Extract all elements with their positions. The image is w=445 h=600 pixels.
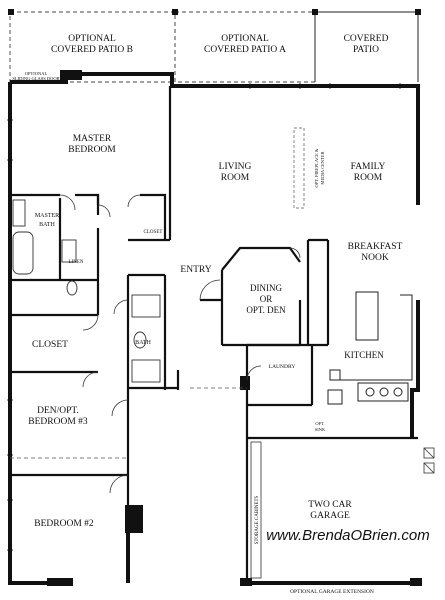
- master-bedroom-line2: BEDROOM: [68, 145, 116, 155]
- storage-cabinets-label: STORAGE CABINETS: [255, 495, 260, 544]
- watermark: www.BrendaOBrien.com: [266, 527, 429, 544]
- linen-label: LINEN: [69, 260, 84, 265]
- covered-patio-line2: PATIO: [353, 45, 379, 55]
- family-room-line1: FAMILY: [351, 162, 386, 172]
- kitchen-label: KITCHEN: [344, 350, 384, 360]
- dining-line1: DINING: [250, 283, 282, 293]
- den-line2: BEDROOM #3: [28, 417, 88, 427]
- garage-line1: TWO CAR: [308, 500, 352, 510]
- bedroom2-label: BEDROOM #2: [34, 519, 94, 529]
- closet-label: CLOSET: [32, 340, 68, 350]
- bath-label: BATH: [135, 340, 151, 346]
- patio-a-line1: OPTIONAL: [221, 34, 269, 44]
- living-room-line2: ROOM: [221, 173, 250, 183]
- closet-small-label: CLOSET: [144, 230, 163, 235]
- sliding-door-note-line2: SLIDING GLASS DOOR: [12, 76, 59, 81]
- exterior-ac-units: [423, 447, 435, 474]
- garage-line2: GARAGE: [310, 511, 350, 521]
- master-bath-line1: MASTER: [35, 213, 59, 219]
- patio-b-line2: COVERED PATIO B: [51, 45, 133, 55]
- breakfast-nook-line1: BREAKFAST: [348, 242, 403, 252]
- dining-line3: OPT. DEN: [246, 305, 286, 315]
- storage-cabinets: [250, 441, 262, 579]
- bath-fixtures: [12, 199, 161, 383]
- dining-line2: OR: [260, 294, 273, 304]
- sliding-door-note-line1: OPTIONAL: [25, 71, 48, 76]
- master-bedroom-line1: MASTER: [73, 134, 112, 144]
- covered-patio-outline: [314, 11, 419, 82]
- fireplace-note-line2: MEDIA CENTER: [320, 151, 325, 184]
- fireplace-note-line1: OPT. FIREPLACE &: [314, 148, 319, 188]
- dashed-lines: [10, 387, 247, 459]
- laundry-label: LAUNDRY: [269, 364, 296, 370]
- opt-sink-line2: SINK: [315, 427, 326, 432]
- living-room-line1: LIVING: [219, 162, 252, 172]
- kitchen-counters: [327, 291, 413, 405]
- fireplace-outline: [293, 127, 305, 209]
- patio-posts: [8, 9, 421, 15]
- family-room-line2: ROOM: [354, 173, 383, 183]
- patio-b-line1: OPTIONAL: [68, 34, 116, 44]
- master-bath-line2: BATH: [39, 222, 55, 228]
- windows: [7, 83, 401, 551]
- breakfast-nook-line2: NOOK: [361, 253, 389, 263]
- entry-label: ENTRY: [180, 265, 211, 275]
- door-swings: [59, 194, 301, 494]
- covered-patio-line1: COVERED: [344, 34, 389, 44]
- opt-sink-line1: OPT.: [315, 421, 324, 426]
- den-line1: DEN/OPT.: [37, 406, 79, 416]
- garage-extension-label: OPTIONAL GARAGE EXTENSION: [290, 589, 374, 595]
- patio-a-line2: COVERED PATIO A: [204, 45, 286, 55]
- wall-blocks: [47, 70, 422, 586]
- interior-walls: [10, 86, 418, 583]
